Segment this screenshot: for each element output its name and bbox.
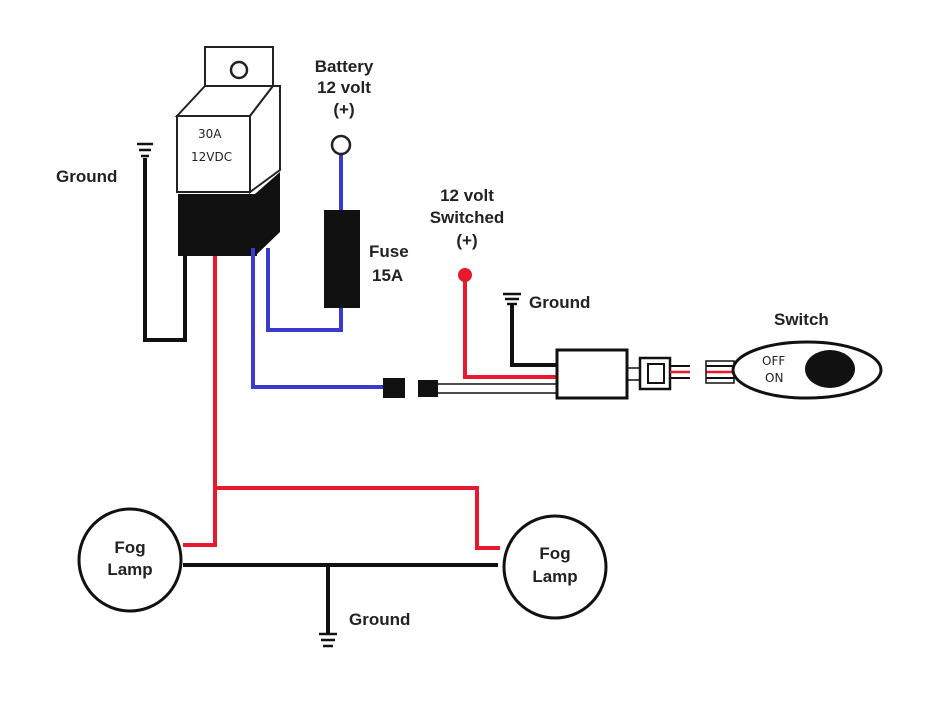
relay-voltage-label: 12VDC — [191, 150, 232, 164]
switched-power-wire — [463, 278, 557, 379]
fog-lamp-right: Fog Lamp — [502, 514, 608, 620]
fuse-label-line2: 15A — [372, 266, 403, 285]
fog-lamp-left: Fog Lamp — [77, 507, 183, 613]
relay-amp-label: 30A — [198, 127, 222, 141]
switch-plug-wires — [627, 367, 640, 381]
switched-label-line2: Switched — [430, 208, 505, 227]
relay-base — [178, 194, 257, 256]
harness-ground-wire — [510, 303, 557, 367]
switch-title: Switch — [774, 310, 829, 329]
fog-lamp-left-line1: Fog — [114, 538, 145, 557]
fuse-body — [324, 210, 360, 308]
relay-mount-hole — [229, 60, 249, 80]
switch-on-label: ON — [765, 371, 783, 385]
fuse-to-relay-wire — [266, 248, 343, 332]
toggle-switch: OFF ON — [731, 340, 883, 400]
relay-trigger-wire-blue — [251, 248, 384, 389]
relay-ground-wire — [143, 158, 187, 342]
fog-lamp-right-line2: Lamp — [532, 567, 577, 586]
switch-off-label: OFF — [762, 354, 785, 368]
harness-ground-icon — [503, 292, 521, 306]
trigger-connector — [383, 378, 438, 398]
battery-terminal — [330, 134, 352, 156]
relay-base-side — [255, 172, 280, 256]
wires — [143, 155, 557, 633]
trigger-connector-male — [418, 380, 438, 397]
relay-ground-label: Ground — [56, 167, 117, 186]
switch-button — [805, 350, 855, 388]
switch-plug — [638, 356, 735, 391]
switch-harness-block — [555, 348, 629, 400]
fog-lamp-right-body — [502, 514, 608, 620]
fog-lamp-right-line1: Fog — [539, 544, 570, 563]
switched-label-line1: 12 volt — [440, 186, 494, 205]
relay: 30A 12VDC — [174, 46, 281, 256]
relay-front-face — [176, 115, 251, 193]
battery-label-line3: (+) — [333, 100, 354, 119]
fog-lamp-left-line2: Lamp — [107, 560, 152, 579]
fog-lamp-left-body — [77, 507, 183, 613]
switched-label-line3: (+) — [456, 231, 477, 250]
lamp-ground-label: Ground — [349, 610, 410, 629]
relay-power-wire-red — [183, 256, 217, 547]
harness-cable — [438, 383, 557, 394]
right-lamp-feed-wire — [215, 486, 500, 550]
battery-label-line1: Battery — [315, 57, 374, 76]
battery-label-line2: 12 volt — [317, 78, 371, 97]
trigger-connector-female — [383, 378, 405, 398]
switched-power-dot — [458, 268, 472, 282]
fuse-label-line1: Fuse — [369, 242, 409, 261]
relay-ground-icon — [137, 142, 153, 158]
lamp-ground-icon — [319, 632, 337, 648]
harness-ground-label: Ground — [529, 293, 590, 312]
